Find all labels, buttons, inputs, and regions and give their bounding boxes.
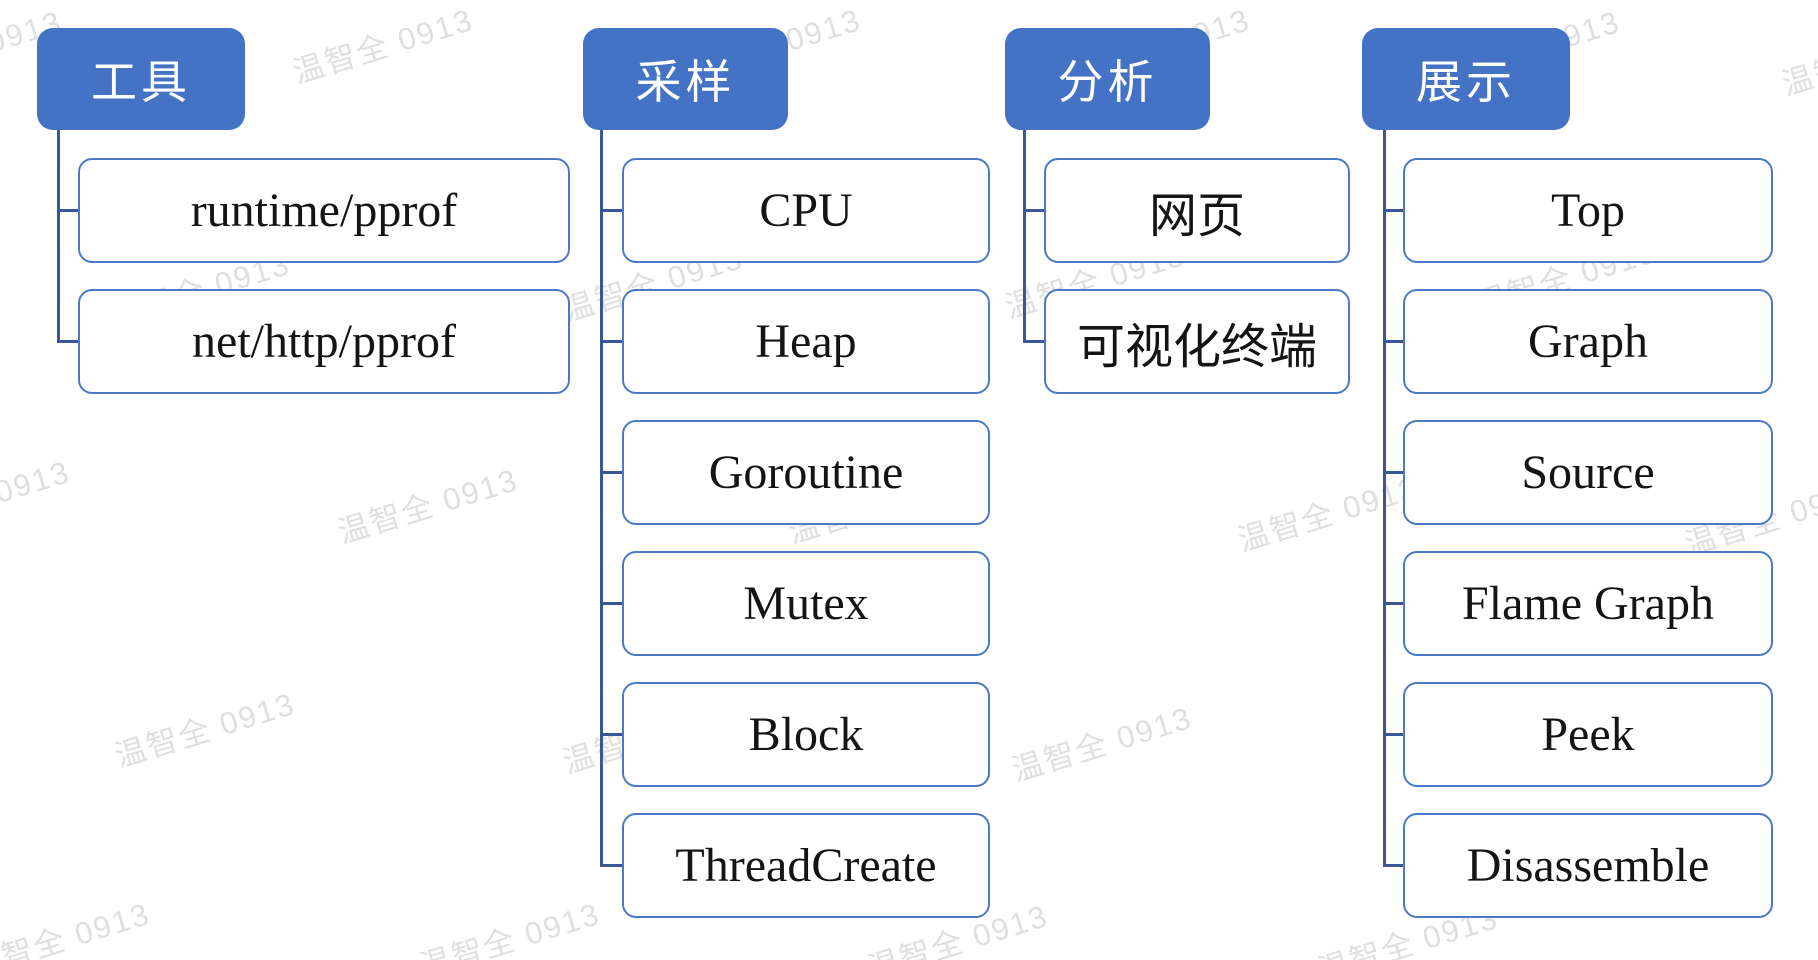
connector-stub: [1383, 864, 1406, 867]
connector-trunk: [1023, 130, 1026, 343]
connector-stub: [600, 471, 625, 474]
node-webpage: 网页: [1044, 158, 1350, 263]
node-threadcreate: ThreadCreate: [622, 813, 990, 918]
connector-stub: [600, 340, 625, 343]
connector-trunk: [1383, 130, 1386, 867]
header-analysis: 分析: [1005, 28, 1210, 130]
connector-stub: [1023, 209, 1047, 212]
watermark-text: 温智全 0913: [1007, 700, 1197, 789]
node-cpu: CPU: [622, 158, 990, 263]
watermark-text: 温智全 0913: [0, 896, 155, 960]
connector-stub: [600, 733, 625, 736]
node-block: Block: [622, 682, 990, 787]
node-runtime-pprof: runtime/pprof: [78, 158, 570, 263]
connector-stub: [600, 864, 625, 867]
node-disassemble: Disassemble: [1403, 813, 1773, 918]
header-tools: 工具: [37, 28, 245, 130]
node-source: Source: [1403, 420, 1773, 525]
node-peek: Peek: [1403, 682, 1773, 787]
connector-stub: [1383, 733, 1406, 736]
connector-stub: [1023, 340, 1047, 343]
connector-trunk: [600, 130, 603, 867]
node-top: Top: [1403, 158, 1773, 263]
watermark-text: 温智全 0913: [333, 462, 523, 551]
header-sampling: 采样: [583, 28, 788, 130]
connector-stub: [1383, 602, 1406, 605]
connector-stub: [1383, 340, 1406, 343]
watermark-text: 温智全 0913: [110, 686, 300, 775]
connector-stub: [600, 209, 625, 212]
node-graph: Graph: [1403, 289, 1773, 394]
connector-stub: [57, 209, 81, 212]
watermark-text: 温智全 0913: [288, 2, 478, 91]
connector-stub: [57, 340, 81, 343]
watermark-text: 温智全 0913: [1233, 470, 1423, 559]
watermark-text: 温智全 0913: [415, 896, 605, 960]
connector-stub: [600, 602, 625, 605]
node-net-http-pprof: net/http/pprof: [78, 289, 570, 394]
connector-stub: [1383, 209, 1406, 212]
watermark-text: 温智全 0913: [1777, 14, 1818, 103]
node-goroutine: Goroutine: [622, 420, 990, 525]
node-mutex: Mutex: [622, 551, 990, 656]
node-heap: Heap: [622, 289, 990, 394]
connector-trunk: [57, 130, 60, 343]
header-display: 展示: [1362, 28, 1570, 130]
connector-stub: [1383, 471, 1406, 474]
node-flame-graph: Flame Graph: [1403, 551, 1773, 656]
watermark-text: 温智全 0913: [0, 454, 75, 542]
node-visual-terminal: 可视化终端: [1044, 289, 1350, 394]
